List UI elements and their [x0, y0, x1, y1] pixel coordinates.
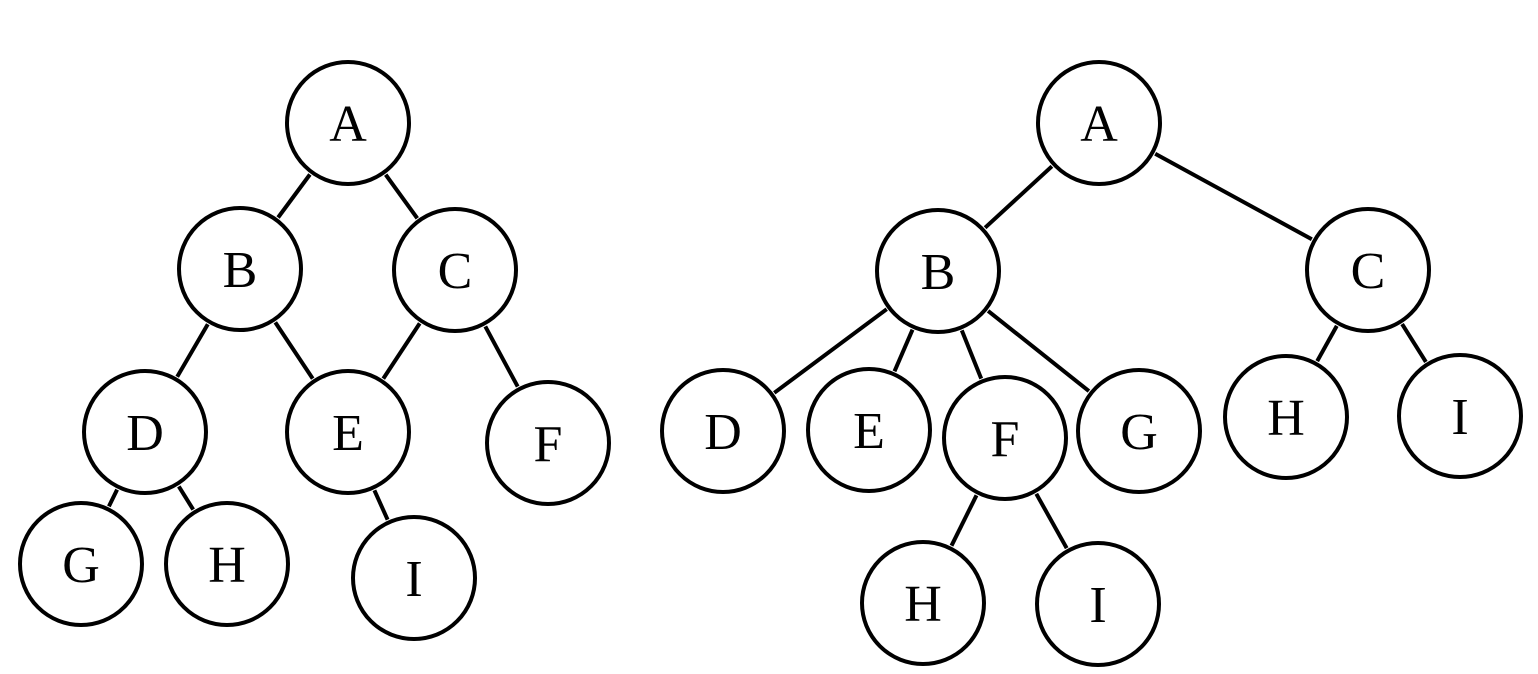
- node-label: G: [1120, 404, 1158, 461]
- edge-E-I: [372, 489, 390, 521]
- node-circle: [18, 501, 144, 627]
- node-label: E: [332, 405, 364, 462]
- node-label: C: [1351, 243, 1386, 300]
- node-circle: [177, 206, 303, 332]
- node-right-tree-B: B: [875, 208, 1001, 334]
- edge-A-C: [384, 173, 419, 220]
- node-left-graph-I: I: [351, 515, 477, 641]
- node-circle: [1397, 353, 1523, 479]
- node-label: I: [1451, 389, 1468, 446]
- edge-D-G: [107, 488, 119, 508]
- node-label: I: [1089, 577, 1106, 634]
- node-label: G: [62, 537, 100, 594]
- node-circle: [942, 375, 1068, 501]
- node-label: E: [853, 403, 885, 460]
- edge-B-F: [959, 329, 984, 380]
- edge-C-E: [381, 322, 422, 380]
- node-label: B: [921, 244, 956, 301]
- edge-B-D: [773, 307, 888, 395]
- node-label: D: [126, 405, 164, 462]
- edge-D-H: [177, 485, 195, 511]
- node-right-tree-G: G: [1076, 368, 1202, 494]
- node-circle: [485, 380, 611, 506]
- edge-B-G: [986, 309, 1091, 393]
- left-graph: A B C D E F G H I: [18, 60, 611, 641]
- node-left-graph-B: B: [177, 206, 303, 332]
- node-circle: [660, 368, 786, 494]
- node-left-graph-G: G: [18, 501, 144, 627]
- node-left-graph-E: E: [285, 369, 411, 495]
- node-right-tree-C: C: [1305, 207, 1431, 333]
- edge-C-I: [1400, 323, 1428, 363]
- node-label: A: [329, 96, 367, 153]
- node-circle: [1223, 354, 1349, 480]
- node-circle: [860, 540, 986, 666]
- node-right-tree-F: F: [942, 375, 1068, 501]
- node-right-tree-H: H: [1223, 354, 1349, 480]
- node-circle: [1076, 368, 1202, 494]
- node-right-tree-A: A: [1036, 60, 1162, 186]
- edge-F-H2: [949, 494, 979, 547]
- edge-C-H: [1315, 324, 1339, 363]
- node-left-graph-C: C: [392, 207, 518, 333]
- node-right-tree-H2: H: [860, 540, 986, 666]
- node-right-tree-I: I: [1397, 353, 1523, 479]
- node-circle: [1305, 207, 1431, 333]
- node-circle: [806, 367, 932, 493]
- node-right-tree-I2: I: [1035, 541, 1161, 667]
- node-circle: [82, 369, 208, 495]
- node-label: H: [1267, 390, 1305, 447]
- node-label: D: [704, 404, 742, 461]
- node-label: B: [223, 242, 258, 299]
- edge-F-I2: [1034, 492, 1069, 550]
- node-left-graph-A: A: [285, 60, 411, 186]
- node-left-graph-H: H: [164, 501, 290, 627]
- node-circle: [392, 207, 518, 333]
- node-right-tree-D: D: [660, 368, 786, 494]
- right-tree: A B C D E F G H I H I: [660, 60, 1523, 667]
- node-circle: [351, 515, 477, 641]
- edge-A-B: [276, 173, 312, 219]
- node-circle: [875, 208, 1001, 334]
- node-label: H: [904, 576, 942, 633]
- node-circle: [164, 501, 290, 627]
- node-circle: [1035, 541, 1161, 667]
- node-label: C: [438, 243, 473, 300]
- node-label: F: [991, 411, 1020, 468]
- node-circle: [285, 369, 411, 495]
- node-circle: [1036, 60, 1162, 186]
- edge-B-D: [175, 323, 210, 378]
- node-left-graph-D: D: [82, 369, 208, 495]
- node-right-tree-E: E: [806, 367, 932, 493]
- edge-A-C: [1154, 151, 1313, 242]
- edge-A-B: [983, 164, 1054, 230]
- node-label: A: [1080, 96, 1118, 153]
- edge-C-F: [483, 325, 520, 388]
- node-left-graph-F: F: [485, 380, 611, 506]
- node-label: F: [534, 416, 563, 473]
- edge-B-E: [892, 328, 915, 373]
- node-label: I: [405, 551, 422, 608]
- node-circle: [285, 60, 411, 186]
- node-label: H: [208, 537, 246, 594]
- edge-B-E: [273, 321, 315, 380]
